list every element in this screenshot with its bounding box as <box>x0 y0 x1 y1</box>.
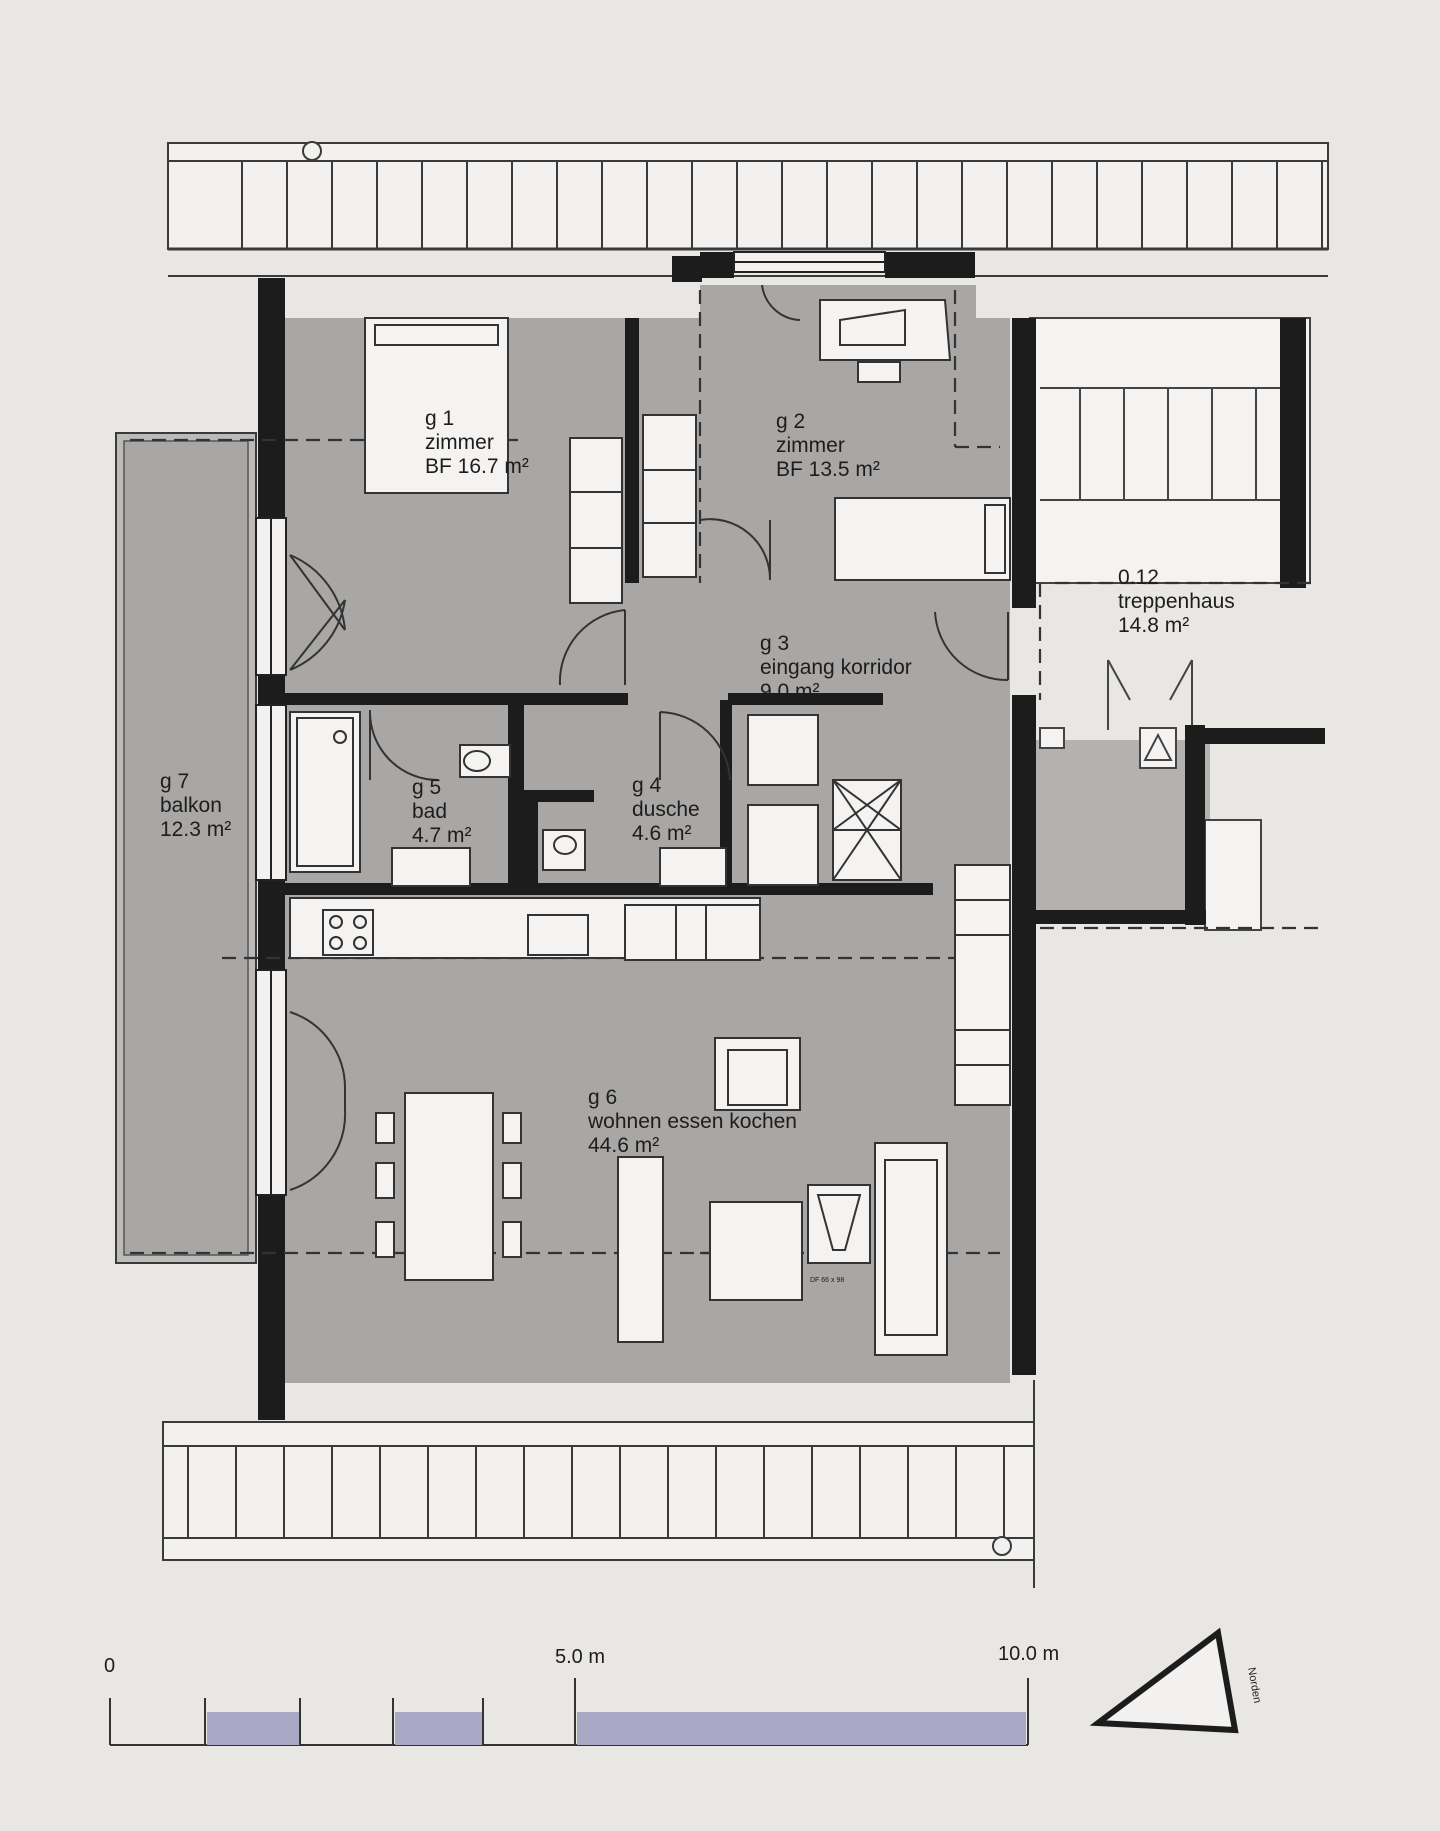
balcony-g7 <box>115 432 257 1264</box>
room-label-g2-line-1: zimmer <box>776 434 845 457</box>
roof-bottom <box>162 1380 1035 1588</box>
room-label-stair-line-1: treppenhaus <box>1118 590 1235 613</box>
room-label-stair-line-0: 0.12 <box>1118 566 1159 589</box>
windows <box>255 251 886 1196</box>
room-label-g1-line-2: BF 16.7 m² <box>425 455 529 478</box>
skylight-label: DF 66 x 98 <box>810 1277 844 1284</box>
room-label-g3-line-0: g 3 <box>760 632 789 655</box>
walls <box>258 252 1325 1420</box>
room-label-stair-line-2: 14.8 m² <box>1118 614 1189 637</box>
scale-label-5m: 5.0 m <box>555 1646 605 1668</box>
room-label-g3-line-1: eingang korridor <box>760 656 912 679</box>
room-label-g4-line-0: g 4 <box>632 774 662 797</box>
room-label-g1-line-1: zimmer <box>425 431 494 454</box>
roof-top <box>167 141 1329 277</box>
room-label-g3-line-2: 9.0 m² <box>760 680 820 703</box>
room-label-g4-line-2: 4.6 m² <box>632 822 692 845</box>
room-label-g7-line-1: balkon <box>160 794 222 817</box>
room-label-g1-line-0: g 1 <box>425 407 454 430</box>
scale-bar: 0 5.0 m 10.0 m <box>104 1643 1059 1746</box>
room-label-g6-line-0: g 6 <box>588 1086 617 1109</box>
room-label-g2-line-0: g 2 <box>776 410 805 433</box>
room-label-g6-line-1: wohnen essen kochen <box>587 1110 797 1133</box>
north-arrow-icon: Norden <box>1089 1627 1263 1734</box>
room-label-g7-line-0: g 7 <box>160 770 189 793</box>
room-label-g2-line-2: BF 13.5 m² <box>776 458 880 481</box>
doors <box>289 284 1009 1191</box>
room-label-g4-line-1: dusche <box>632 798 700 821</box>
scale-label-0: 0 <box>104 1655 115 1677</box>
room-label-g5-line-2: 4.7 m² <box>412 824 472 847</box>
room-label-g5-line-0: g 5 <box>412 776 441 799</box>
room-label-g5-line-1: bad <box>412 800 447 823</box>
staircase <box>1029 317 1311 931</box>
room-label-g6-line-2: 44.6 m² <box>588 1134 659 1157</box>
north-label: Norden <box>1245 1666 1263 1704</box>
scale-label-10m: 10.0 m <box>998 1643 1059 1665</box>
furniture <box>289 299 1011 1356</box>
room-label-g7-line-2: 12.3 m² <box>160 818 231 841</box>
